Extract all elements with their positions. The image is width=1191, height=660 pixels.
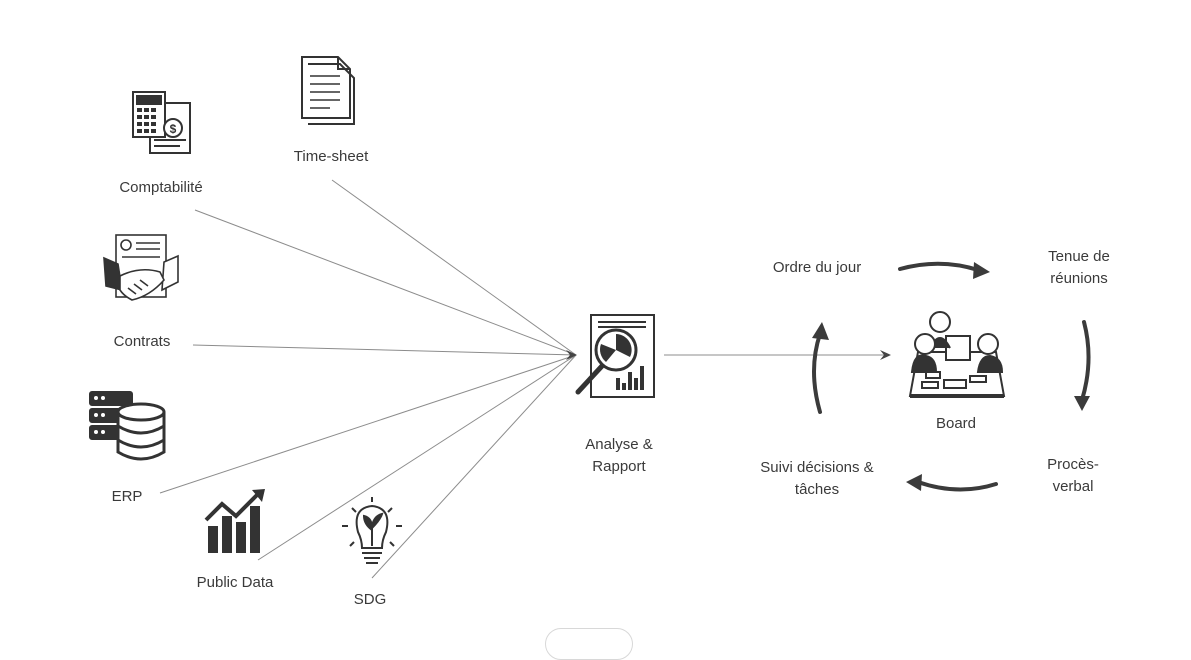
label-analyse-rapport: Analyse & Rapport: [585, 434, 653, 478]
connector-public-data: [257, 354, 577, 561]
label-tenue-line2: réunions: [1050, 270, 1108, 287]
connector-timesheet: [331, 179, 577, 356]
label-timesheet: Time-sheet: [293, 148, 369, 165]
label-analyse-line2: Rapport: [592, 458, 646, 475]
calculator-icon: $: [132, 91, 191, 154]
label-tenue-line1: Tenue de: [1048, 248, 1110, 265]
label-public-data: Public Data: [196, 574, 274, 591]
label-suivi-line2: tâches: [794, 481, 840, 498]
label-proces-line2: verbal: [1052, 478, 1094, 495]
board-arrowhead: [880, 350, 891, 360]
connector-sdg: [371, 354, 577, 579]
label-contrats: Contrats: [113, 333, 171, 350]
connector-comptabilite: [194, 209, 577, 356]
source-connectors: [159, 179, 577, 579]
cycle-arrows: [812, 261, 1091, 492]
document-icon: [301, 56, 355, 125]
cycle-arrowheads: [812, 262, 1090, 491]
arrow-suivi-to-ordre: [812, 332, 822, 414]
label-tenue-reunions: Tenue de réunions: [1048, 246, 1110, 290]
growth-chart-icon: [204, 489, 265, 553]
svg-text:$: $: [170, 122, 177, 136]
connector-erp: [159, 354, 577, 494]
label-board: Board: [935, 415, 977, 432]
lightbulb-plant-icon: [342, 497, 402, 564]
database-server-icon: [89, 391, 166, 461]
label-comptabilite: Comptabilité: [119, 179, 203, 196]
bottom-pill-control[interactable]: [545, 628, 633, 660]
handshake-contract-icon: [103, 234, 179, 301]
label-ordre-du-jour: Ordre du jour: [772, 259, 862, 276]
label-proces-verbal: Procès- verbal: [1047, 454, 1099, 498]
label-proces-line1: Procès-: [1047, 456, 1099, 473]
arrow-proces-to-suivi: [916, 480, 998, 492]
hub-arrowhead: [566, 350, 577, 360]
label-erp: ERP: [111, 488, 143, 505]
arrow-ordre-to-tenue: [898, 261, 980, 272]
arrow-tenue-to-proces: [1080, 320, 1091, 402]
diagram-canvas: $: [89, 56, 1091, 579]
label-suivi-decisions: Suivi décisions & tâches: [760, 457, 873, 501]
connector-contrats: [192, 344, 577, 356]
report-magnifier-icon: [575, 314, 655, 398]
label-analyse-line1: Analyse &: [585, 436, 653, 453]
label-suivi-line1: Suivi décisions &: [760, 459, 874, 476]
label-sdg: SDG: [353, 591, 387, 608]
meeting-table-icon: [908, 311, 1006, 398]
